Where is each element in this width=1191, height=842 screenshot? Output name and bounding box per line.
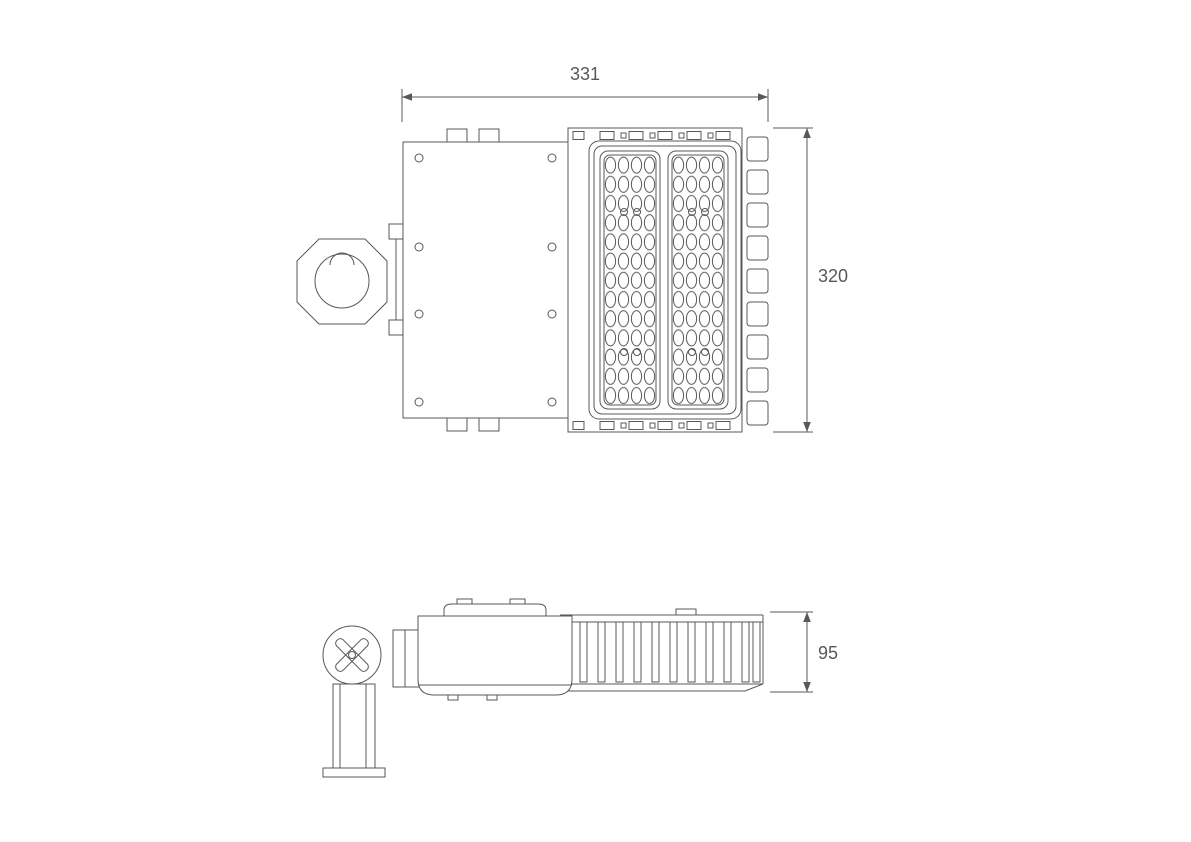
height-dimension: 320 bbox=[773, 127, 848, 433]
screw-holes bbox=[414, 153, 557, 407]
led-panel-left bbox=[599, 150, 661, 410]
mounting-pole bbox=[322, 683, 386, 778]
side-height-dimension-label: 95 bbox=[818, 643, 838, 663]
driver-box bbox=[402, 128, 569, 432]
top-view bbox=[296, 127, 769, 433]
vent-slots-bottom bbox=[572, 421, 731, 430]
side-height-dimension: 95 bbox=[770, 611, 838, 693]
height-dimension-label: 320 bbox=[818, 266, 848, 286]
bracket-arm bbox=[392, 629, 421, 688]
heatsink-side-view bbox=[559, 608, 764, 692]
side-view bbox=[322, 598, 764, 778]
lamp-body-side bbox=[417, 598, 573, 701]
led-panel-right bbox=[667, 150, 729, 410]
mounting-bracket bbox=[296, 223, 404, 336]
width-dimension: 331 bbox=[401, 64, 769, 122]
adjustment-knob bbox=[322, 625, 382, 685]
vent-slots-top bbox=[572, 131, 731, 140]
width-dimension-label: 331 bbox=[570, 64, 600, 84]
heatsink-fins-top-view bbox=[746, 136, 769, 426]
led-housing bbox=[567, 127, 743, 433]
